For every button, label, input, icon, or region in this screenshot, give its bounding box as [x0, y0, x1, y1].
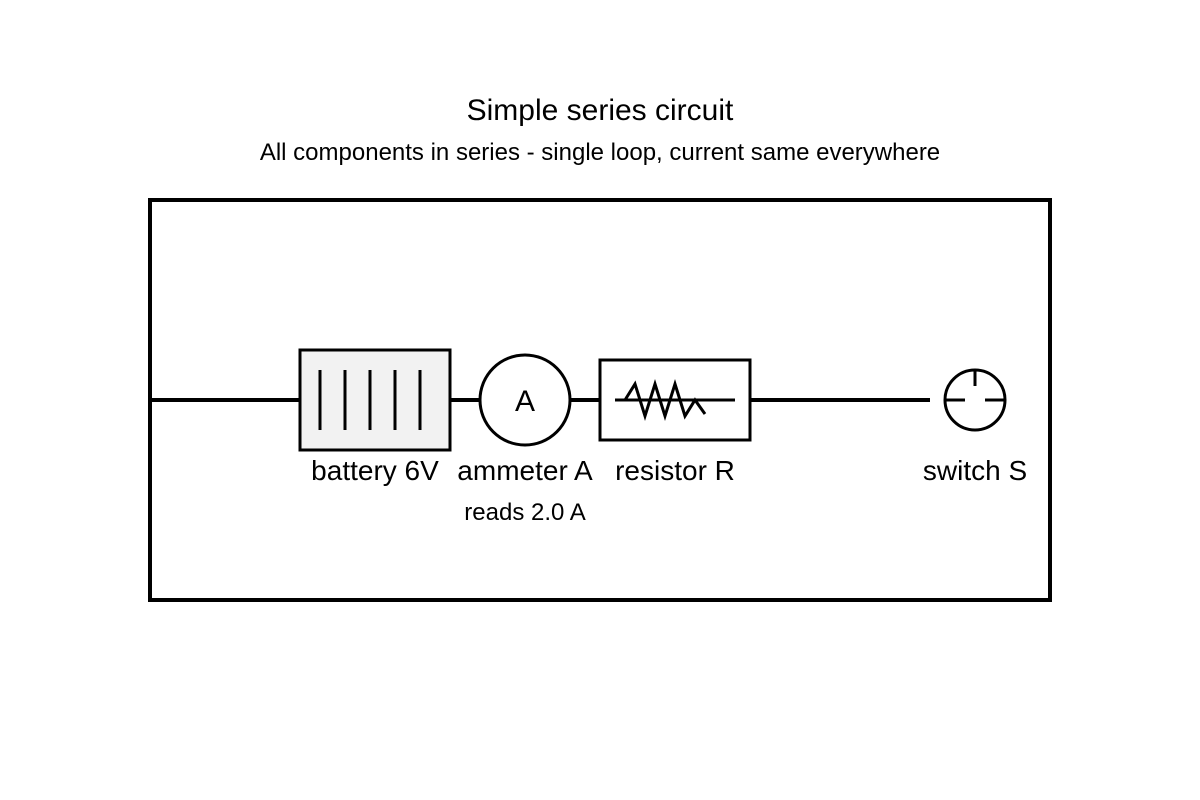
- battery-body: [298, 348, 452, 452]
- switch-label: switch S: [923, 455, 1027, 486]
- battery-label: battery 6V: [311, 455, 439, 486]
- battery-cells: [318, 370, 422, 430]
- resistor-label: resistor R: [615, 455, 735, 486]
- diagram-subtitle: All components in series - single loop, …: [260, 139, 940, 166]
- diagram-title: Simple series circuit: [467, 94, 734, 127]
- resistor-zigzag-icon: [623, 378, 707, 422]
- resistor: [598, 358, 752, 442]
- ammeter-body: [478, 353, 572, 447]
- ammeter-symbol: A: [515, 385, 535, 418]
- battery: [298, 348, 452, 452]
- ammeter: A: [478, 353, 572, 447]
- switch: [943, 368, 1007, 432]
- ammeter-reading: reads 2.0 A: [464, 499, 585, 526]
- ammeter-label: ammeter A: [457, 455, 593, 486]
